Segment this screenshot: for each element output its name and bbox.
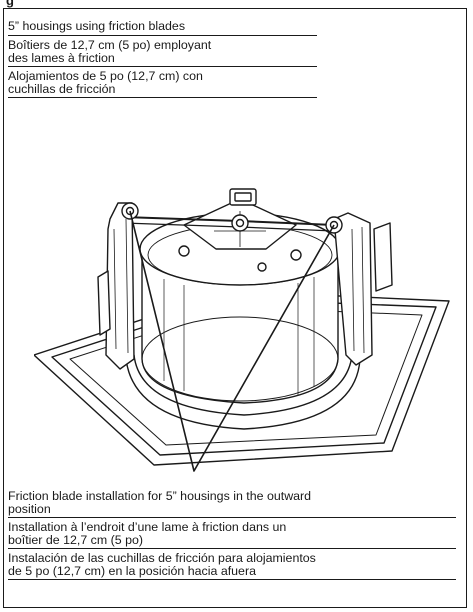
figure-label: g — [6, 0, 14, 8]
housing-cylinder — [141, 259, 339, 404]
caption-bottom-french: Installation à l’endroit d’une lame à fr… — [8, 520, 287, 547]
housing-illustration — [34, 188, 450, 472]
caption-divider — [8, 35, 317, 36]
caption-divider — [8, 517, 456, 518]
caption-top-french: Boîtiers de 12,7 cm (5 po) employant des… — [8, 38, 212, 65]
leader-lines — [129, 210, 335, 472]
caption-bottom-spanish: Instalación de las cuchillas de fricción… — [8, 551, 316, 578]
caption-divider — [8, 579, 456, 580]
caption-divider — [8, 97, 317, 98]
caption-divider — [8, 548, 456, 549]
figure-panel: 5” housings using friction blades Boîtie… — [3, 8, 467, 608]
caption-top-spanish: Alojamientos de 5 po (12,7 cm) con cuchi… — [8, 69, 203, 96]
caption-bottom-english: Friction blade installation for 5” housi… — [8, 489, 312, 516]
caption-top-english: 5” housings using friction blades — [8, 19, 186, 33]
caption-divider — [8, 66, 317, 67]
friction-blade-left — [105, 202, 135, 370]
